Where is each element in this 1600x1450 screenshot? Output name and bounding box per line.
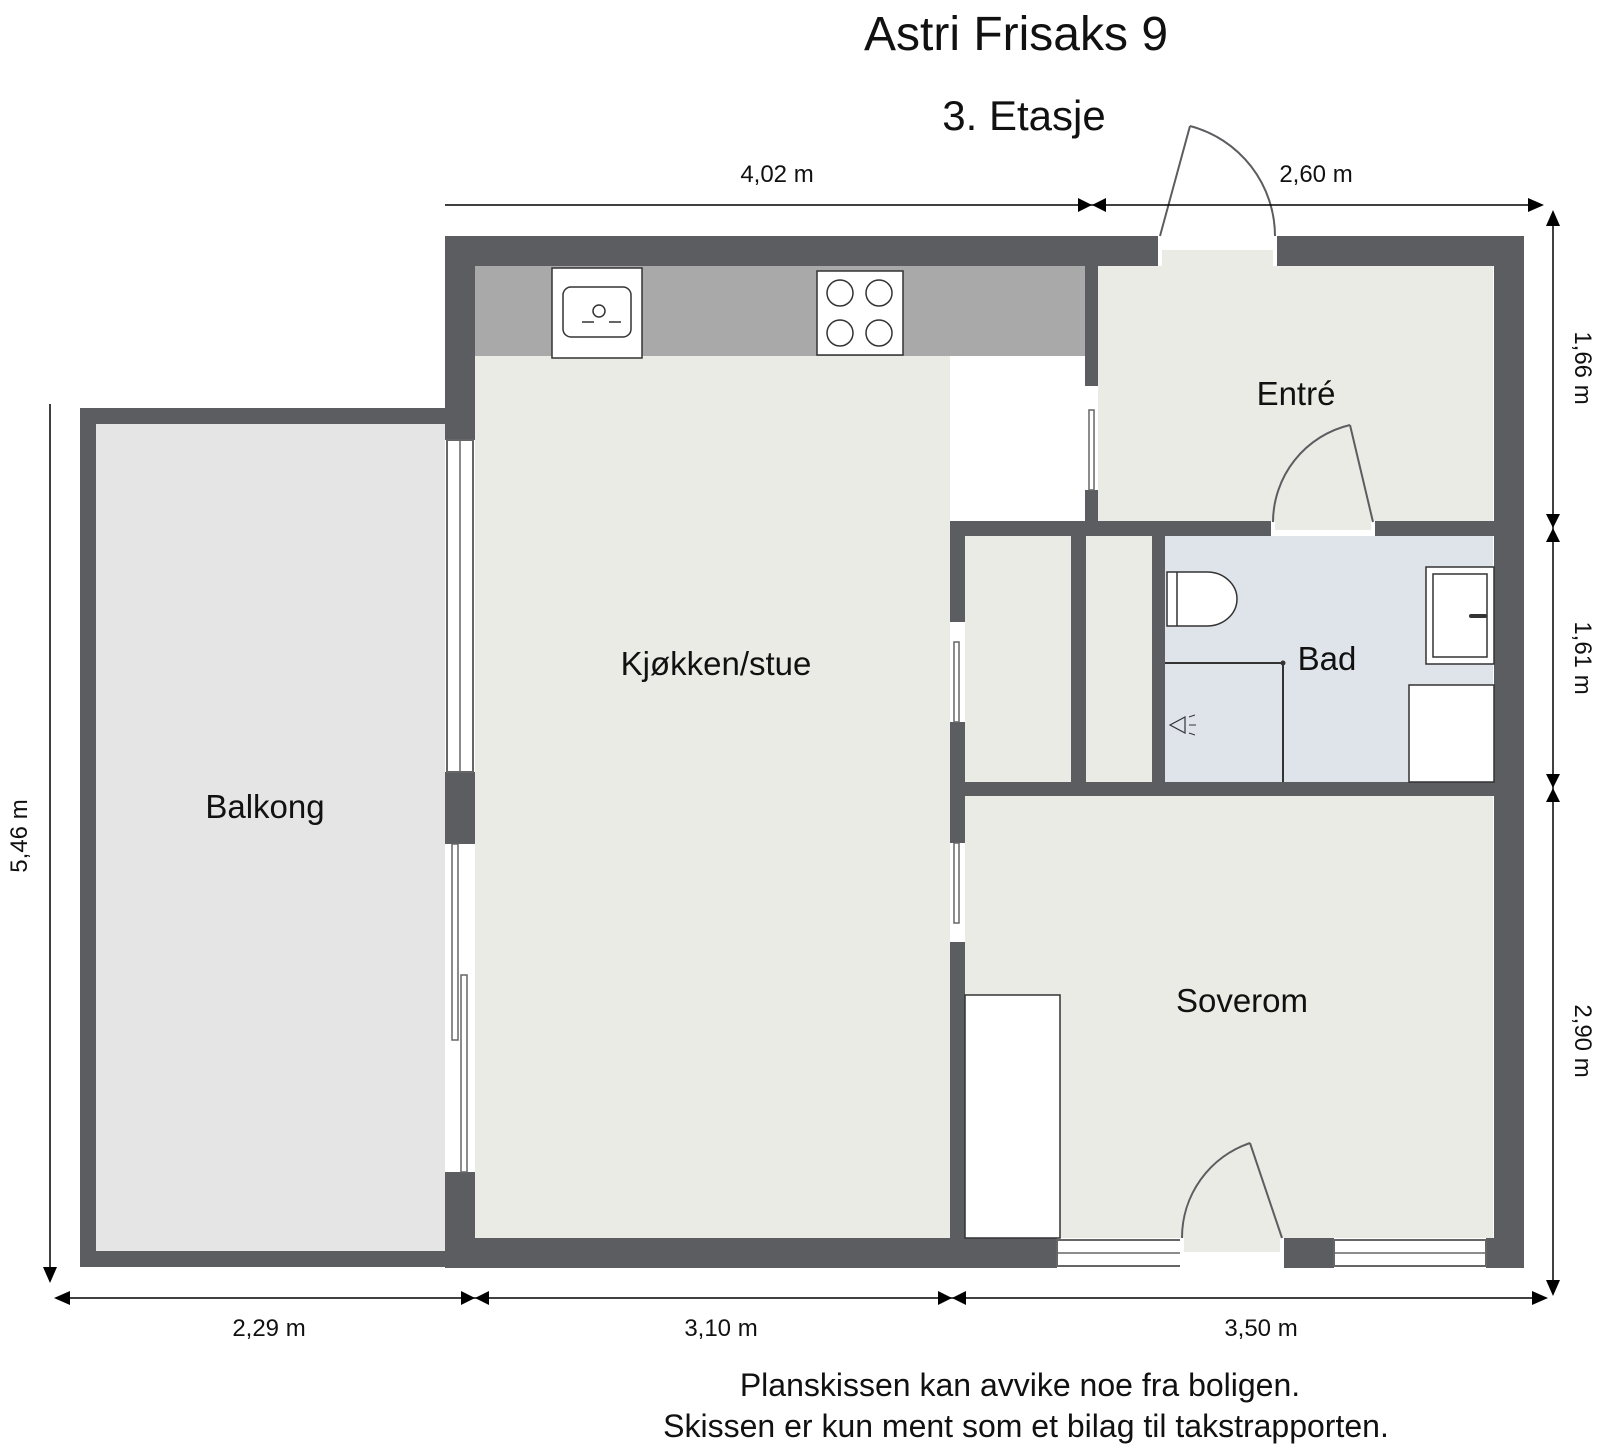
room-label-kitchen: Kjøkken/stue xyxy=(621,645,812,682)
entry-door xyxy=(1158,125,1277,266)
disclaimer-line-2: Skissen er kun ment som et bilag til tak… xyxy=(663,1408,1389,1444)
closet-floor xyxy=(965,536,1165,782)
dimension-lines xyxy=(43,198,1560,1305)
dim-right-1: 1,66 m xyxy=(1569,331,1596,404)
dim-top-right: 2,60 m xyxy=(1279,161,1352,188)
balcony-sliding-door xyxy=(451,843,468,1173)
room-label-balcony: Balkong xyxy=(205,788,324,825)
bedroom-sliding-door-upper xyxy=(953,641,960,723)
wardrobe xyxy=(964,994,1061,1239)
room-label-entrance: Entré xyxy=(1257,375,1336,412)
room-label-bedroom: Soverom xyxy=(1176,982,1308,1019)
dim-right-3: 2,90 m xyxy=(1569,1004,1596,1077)
entrance-sliding-door xyxy=(1088,409,1095,491)
bath-door xyxy=(1271,424,1375,536)
dim-right-2: 1,61 m xyxy=(1569,621,1596,694)
walls xyxy=(80,236,1524,1268)
bedroom-door xyxy=(1180,1142,1284,1268)
balcony-floor xyxy=(95,423,445,1251)
dim-bottom-1: 2,29 m xyxy=(232,1315,305,1342)
dim-top-left: 4,02 m xyxy=(740,161,813,188)
shower-icon xyxy=(1165,660,1286,782)
bedroom-doorway-floor xyxy=(1180,1236,1280,1252)
stove-icon xyxy=(816,270,904,356)
toilet-icon xyxy=(1166,571,1238,627)
plan-title: Astri Frisaks 9 xyxy=(864,8,1168,61)
disclaimer-line-1: Planskissen kan avvike noe fra boligen. xyxy=(740,1367,1300,1403)
dim-left: 5,46 m xyxy=(6,799,33,872)
entrance-doorway-floor xyxy=(1160,250,1276,268)
room-label-bath: Bad xyxy=(1298,640,1357,677)
windows xyxy=(446,439,1487,1267)
kitchen-floor xyxy=(475,266,950,1238)
sink-icon xyxy=(551,267,643,359)
dim-bottom-3: 3,50 m xyxy=(1224,1315,1297,1342)
washing-machine xyxy=(1408,684,1495,783)
entrance-floor xyxy=(1098,266,1493,530)
bedroom-sliding-door-lower xyxy=(953,842,960,924)
floor-label: 3. Etasje xyxy=(942,92,1105,139)
dim-bottom-2: 3,10 m xyxy=(684,1315,757,1342)
bath-sink-icon xyxy=(1425,566,1495,665)
